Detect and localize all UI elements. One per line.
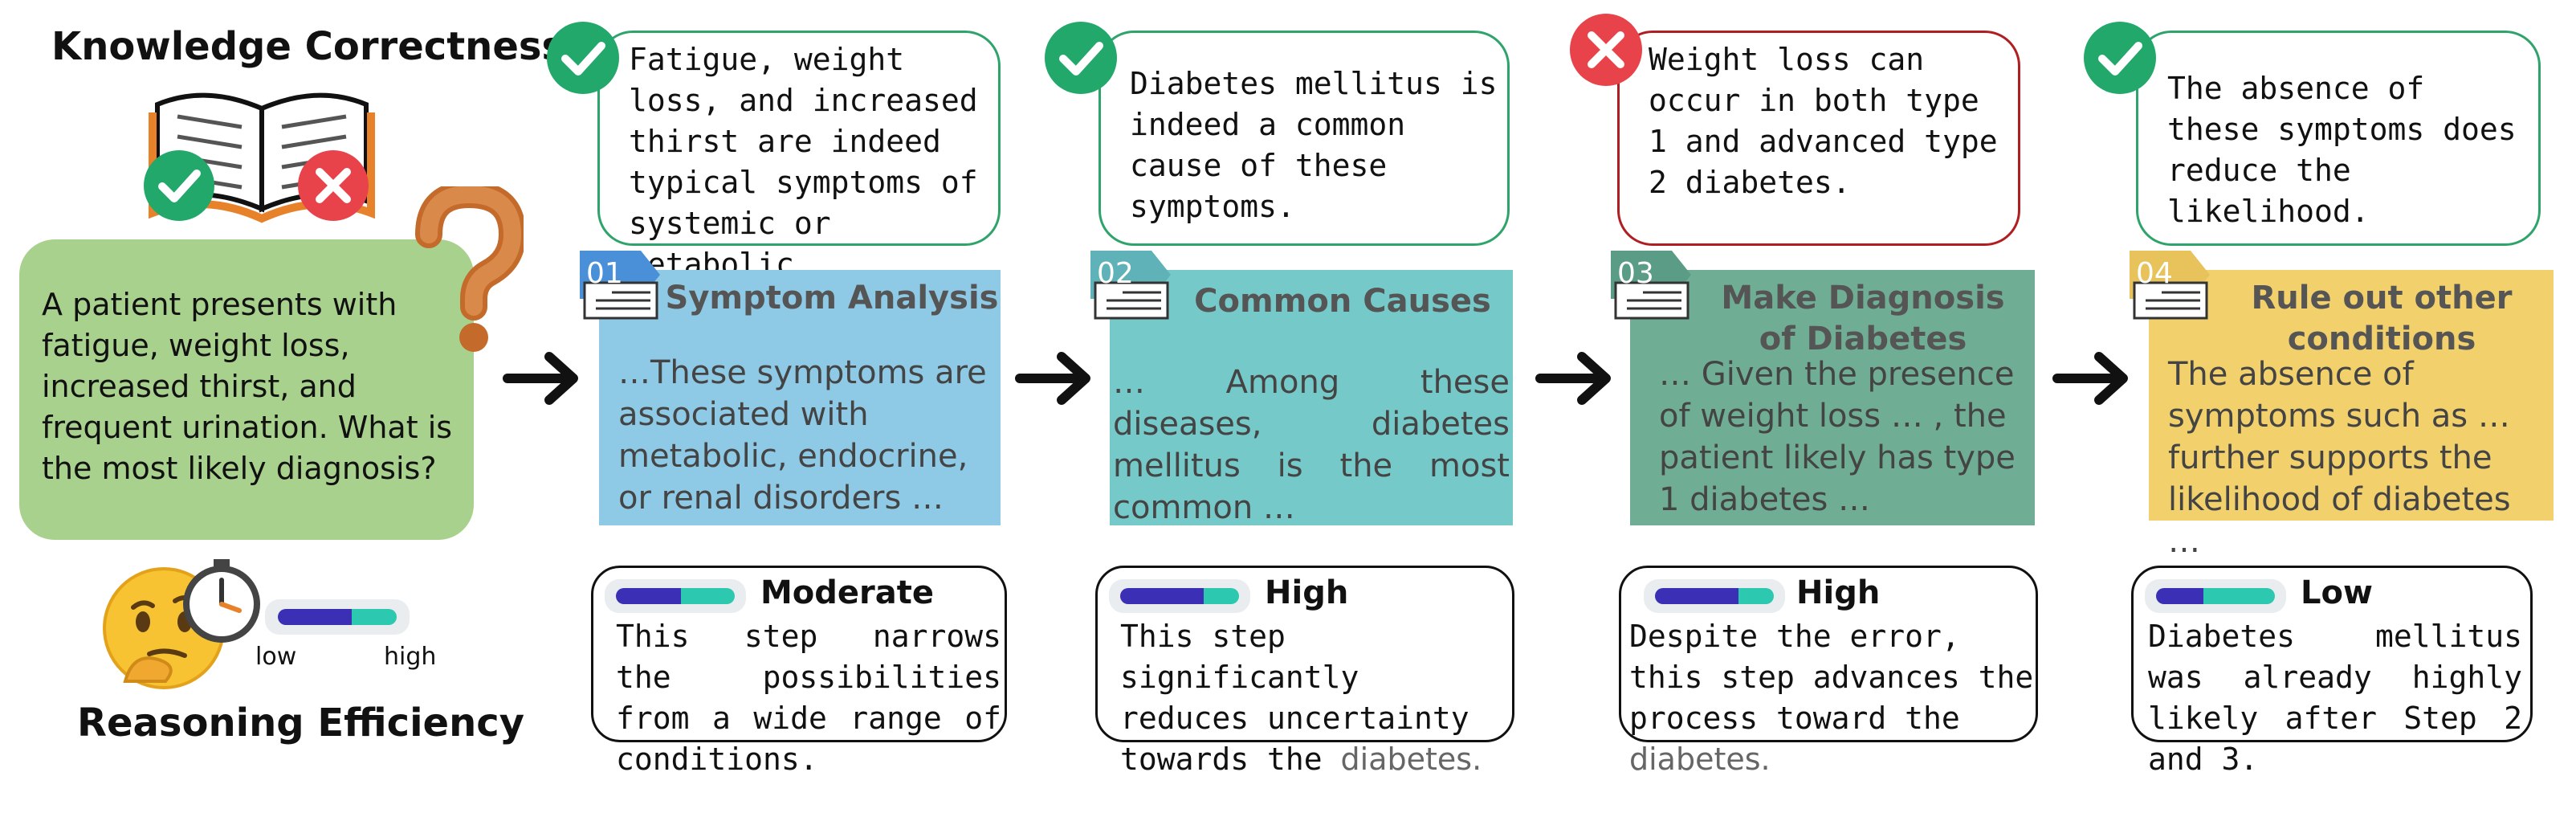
step-card-3	[1630, 270, 2035, 525]
step-title: Common Causes	[1194, 283, 1491, 320]
step-body: … Given the presence of weight loss … , …	[1659, 356, 2016, 518]
efficiency-slider	[1644, 579, 1785, 613]
efficiency-slider	[2145, 579, 2286, 613]
slider-high-label: high	[384, 643, 437, 671]
question-mark-icon	[415, 186, 524, 352]
efficiency-box-step-3: High Despite the error, this step advanc…	[1619, 566, 2038, 777]
step-number-tag	[2130, 251, 2210, 320]
step-number-tag	[580, 251, 660, 320]
step-number: 01	[586, 257, 623, 290]
arrow-right-icon	[503, 352, 578, 405]
step-body: …These symptoms are associated with meta…	[618, 354, 987, 517]
efficiency-level: Moderate	[760, 574, 935, 611]
arrow-right-icon	[1015, 352, 1090, 405]
verdict-bubble-step-2: Diabetes mellitus is indeed a common cau…	[1098, 31, 1510, 246]
step-number-tag	[1090, 251, 1171, 320]
knowledge-correctness-title: Knowledge Correctness	[51, 24, 565, 69]
thinking-face-icon	[103, 559, 260, 689]
arrow-right-icon	[2052, 352, 2128, 405]
verdict-bubble-step-1: Fatigue, weight loss, and increased thir…	[597, 31, 1001, 323]
step-number: 02	[1097, 257, 1134, 290]
step-number-tag	[1611, 251, 1691, 320]
step-card-4	[2149, 270, 2554, 521]
efficiency-text: Despite the error, this step advances th…	[1629, 619, 2034, 777]
question-card: A patient presents with fatigue, weight …	[19, 239, 474, 540]
correct-check-icon	[2084, 22, 2156, 94]
efficiency-text: This step narrows the possibilities from…	[616, 619, 1001, 777]
step-card-2	[1110, 270, 1513, 525]
step-body: The absence of symptoms such as … furthe…	[2168, 356, 2511, 560]
efficiency-slider	[605, 579, 746, 613]
verdict-text: Weight loss can occur in both type 1 and…	[1649, 42, 1998, 200]
correct-check-icon	[144, 150, 214, 221]
efficiency-box-step-2: High This step significantly reduces unc…	[1095, 566, 1514, 777]
efficiency-level: High	[1265, 574, 1349, 611]
correct-check-icon	[1045, 22, 1117, 94]
wrong-cross-icon	[1570, 14, 1642, 86]
arrow-right-icon	[1535, 352, 1611, 405]
verdict-text: Diabetes mellitus is indeed a common cau…	[1130, 66, 1498, 224]
step-body: … Among these diseases, diabetes mellitu…	[1113, 364, 1510, 526]
reasoning-efficiency-title: Reasoning Efficiency	[77, 701, 525, 746]
efficiency-text: Diabetes mellitus was already highly lik…	[2148, 619, 2522, 777]
efficiency-level: Low	[2301, 574, 2373, 611]
verdict-bubble-step-3: Weight loss can occur in both type 1 and…	[1617, 31, 2020, 246]
wrong-cross-icon	[298, 150, 369, 221]
verdict-text: The absence of these symptoms does reduc…	[2167, 71, 2517, 229]
efficiency-level: High	[1796, 574, 1881, 611]
efficiency-text: This step significantly reduces uncertai…	[1120, 619, 1482, 777]
efficiency-box-step-1: Moderate This step narrows the possibili…	[591, 566, 1007, 777]
efficiency-box-step-4: Low Diabetes mellitus was already highly…	[2131, 566, 2533, 777]
correct-check-icon	[547, 22, 619, 94]
step-title: Symptom Analysis	[665, 280, 999, 317]
verdict-bubble-step-4: The absence of these symptoms does reduc…	[2136, 31, 2541, 246]
efficiency-slider	[1109, 579, 1250, 613]
step-number: 04	[2136, 257, 2173, 290]
step-number: 03	[1617, 257, 1654, 290]
efficiency-legend-slider	[265, 599, 410, 635]
step-card-1	[599, 270, 1001, 525]
slider-low-label: low	[255, 643, 297, 671]
question-text: A patient presents with fatigue, weight …	[42, 287, 453, 486]
